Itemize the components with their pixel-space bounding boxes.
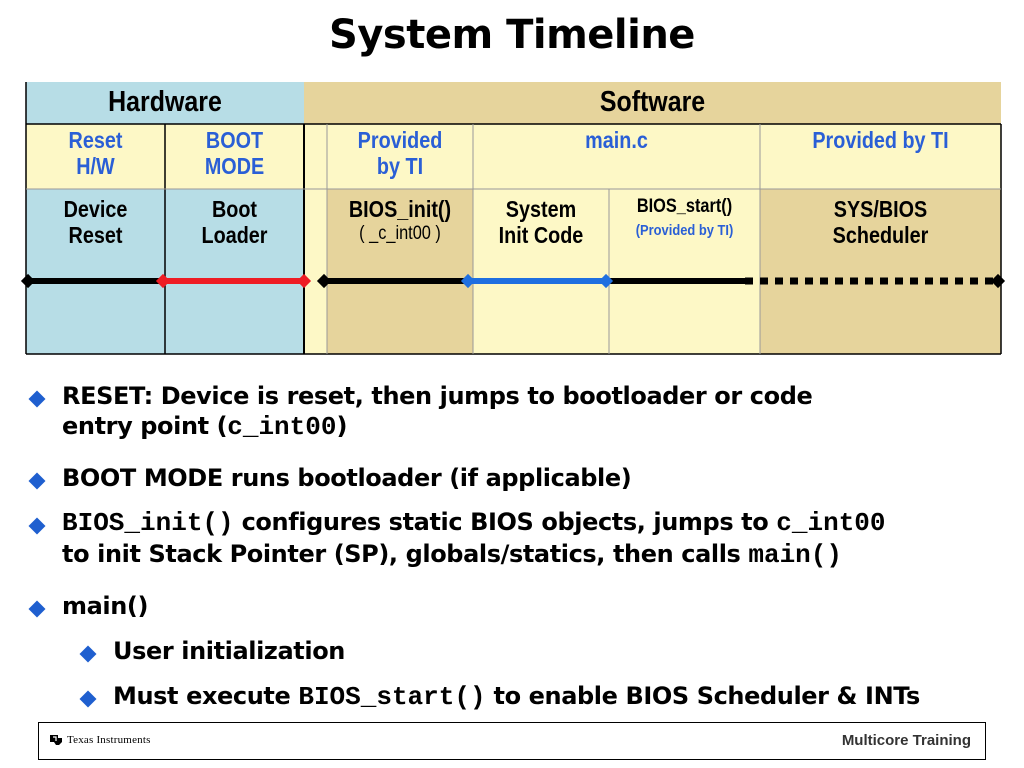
software-header-cell	[304, 82, 1001, 124]
grid-lines	[20, 82, 1006, 355]
bullet-diamond-icon	[28, 600, 46, 618]
bullet-main: main()	[62, 592, 149, 620]
slide-title: System Timeline	[329, 12, 695, 58]
bios-init-label: BIOS_init() ( _c_int00 )	[348, 196, 452, 244]
ti-company-name: Texas Instruments	[67, 734, 151, 746]
bullet-reset: RESET: Device is reset, then jumps to bo…	[62, 382, 813, 442]
boot-mode-cell	[165, 124, 304, 189]
ti-chip-icon	[50, 735, 62, 745]
sub-bullet-bios-start: Must execute BIOS_start() to enable BIOS…	[113, 682, 920, 712]
bios-start-cell	[609, 189, 760, 354]
ti-logo: Texas Instruments	[49, 733, 151, 747]
bios-start-label: BIOS_start() (Provided by TI)	[635, 196, 734, 240]
boot-loader-cell	[165, 189, 304, 354]
bullet-diamond-icon	[28, 390, 46, 408]
footer-course-title: Multicore Training	[841, 732, 971, 749]
bios-init-cell	[327, 189, 473, 354]
system-init-cell	[473, 189, 609, 354]
sub-bullet-diamond-icon	[79, 645, 97, 663]
hardware-header: Hardware	[108, 86, 222, 118]
gap-cell-top	[304, 124, 327, 189]
slide-footer: Texas Instruments Multicore Training	[38, 722, 986, 760]
main-c-cell	[473, 124, 760, 189]
scheduler-cell	[760, 189, 1001, 354]
sub-bullet-user-init: User initialization	[113, 637, 345, 665]
device-reset-cell	[26, 189, 165, 354]
software-header: Software	[599, 86, 706, 118]
main-c-label: main.c	[585, 127, 648, 153]
gap-cell-bottom	[304, 189, 327, 354]
bullet-bios-init: BIOS_init() configures static BIOS objec…	[62, 508, 886, 570]
sub-bullet-diamond-icon	[79, 690, 97, 708]
bullet-diamond-icon	[28, 517, 46, 535]
hardware-header-cell	[26, 82, 304, 124]
bullet-boot-mode: BOOT MODE runs bootloader (if applicable…	[62, 464, 632, 492]
provided-by-ti-2-label: Provided by TI	[812, 127, 949, 153]
provided-ti-cell	[327, 124, 473, 189]
bullet-diamond-icon	[28, 472, 46, 490]
reset-hw-cell	[26, 124, 165, 189]
provided-ti-2-cell	[760, 124, 1001, 189]
timeline-markers	[20, 273, 1006, 289]
